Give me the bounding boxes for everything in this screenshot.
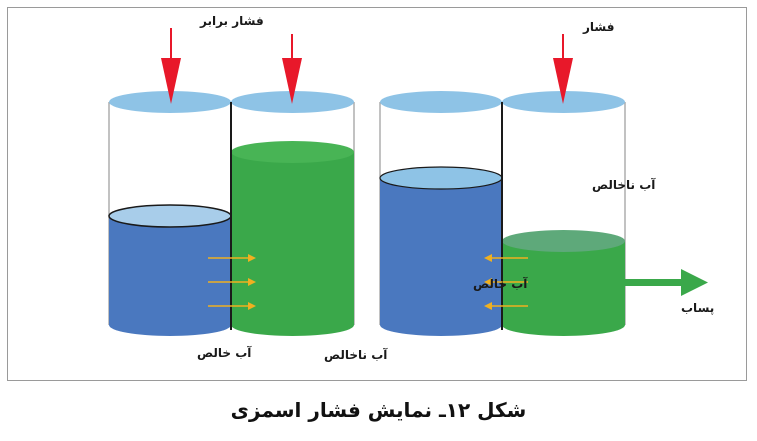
cylinder-cap-center-left [231, 91, 354, 113]
figure-caption: شکل ۱۲ـ نمایش فشار اسمزی [230, 398, 527, 422]
reverse-osmosis-flow-arrows-right [484, 254, 528, 310]
pure-water-surface-left [108, 204, 232, 228]
impure-water-surface-left [231, 141, 354, 163]
pure-water-surface-right [379, 166, 503, 190]
figure-frame [7, 7, 747, 381]
label-pressure: فشار [582, 20, 614, 34]
pure-water-body-right [380, 178, 502, 336]
cylinder-impure-left [230, 91, 355, 336]
label-impure-water-left: آب ناخالص [324, 347, 388, 362]
pressure-arrow-right [553, 34, 573, 104]
label-brine: پساب [681, 301, 714, 315]
impure-water-body-right [502, 241, 625, 336]
impure-water-surface-right [502, 230, 625, 252]
cylinder-pure-left [108, 91, 232, 336]
osmosis-flow-arrows-left [208, 254, 256, 310]
label-pure-water-right: آب خالص [473, 276, 528, 291]
cylinder-impure-right [501, 91, 626, 336]
cylinder-cap-left [109, 91, 231, 113]
impure-water-body-left [231, 152, 354, 336]
label-equal-pressure: فشار برابر [199, 14, 264, 28]
pressure-arrow-left [161, 28, 181, 104]
cylinder-pure-right [379, 91, 503, 336]
pressure-arrow-center-left [282, 34, 302, 104]
label-pure-water-left: آب خالص [197, 345, 252, 360]
label-impure-water-right: آب ناخالص [592, 177, 656, 192]
cylinder-cap-right [502, 91, 625, 113]
brine-outflow-arrow [625, 269, 708, 296]
pure-water-body-left [109, 216, 231, 336]
cylinder-cap-center-right [380, 91, 502, 113]
